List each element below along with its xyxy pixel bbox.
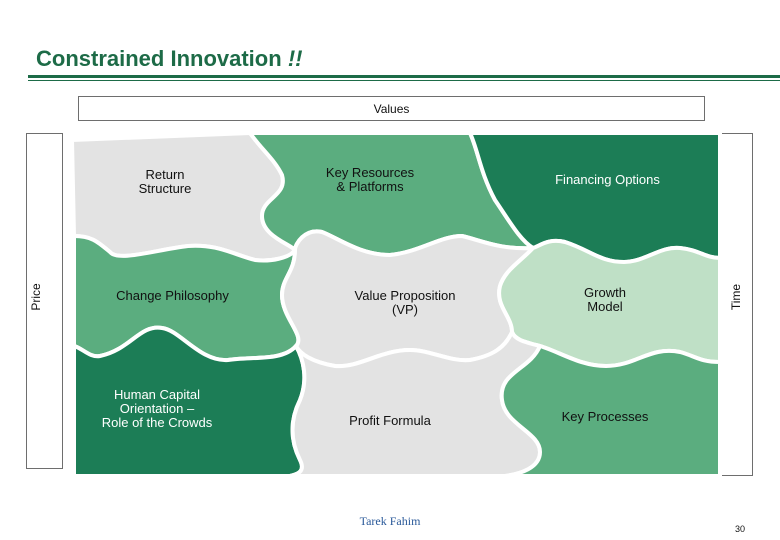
footer-author: Tarek Fahim [359,514,421,528]
piece-key-processes [499,344,722,478]
label-value-proposition: Value Proposition (VP) [354,288,456,317]
label-key-processes: Key Processes [561,409,649,424]
title-rule-thin [28,80,780,81]
title-text: Constrained Innovation [36,46,282,71]
page-title: Constrained Innovation !! [36,46,302,72]
title-accent: !! [287,46,303,71]
label-human-capital: Human Capital Orientation – Role of the … [101,387,213,430]
label-growth-model: Growth Model [584,285,626,314]
label-change-philosophy: Change Philosophy [116,288,229,303]
label-financing-options: Financing Options [555,172,660,187]
time-box [720,133,753,476]
label-profit-formula: Profit Formula [349,413,431,428]
price-box [26,133,63,469]
label-key-resources: Key Resources & Platforms [325,165,415,194]
label-return-structure: Return Structure [138,167,192,196]
title-rule-thick [28,75,780,78]
values-box: Values [78,96,705,121]
piece-return-structure [70,131,297,263]
values-label: Values [373,102,410,116]
page-number: 30 [734,524,745,534]
